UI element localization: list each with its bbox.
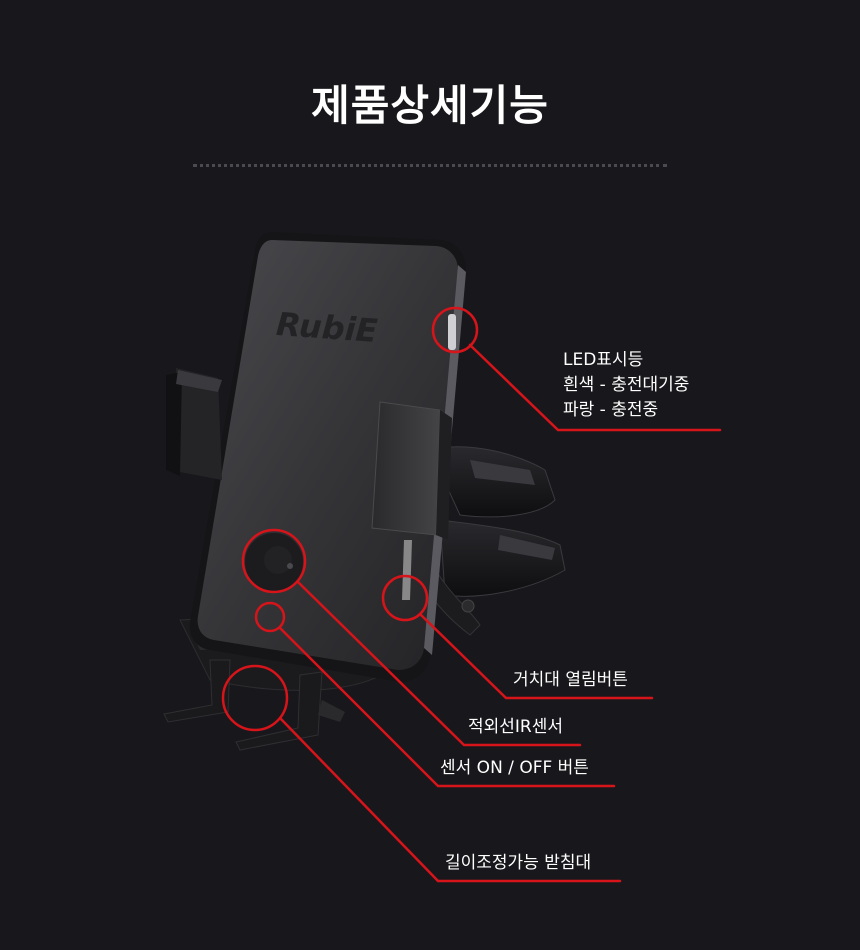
led-label-line2: 흰색 - 충전대기중 (563, 375, 690, 395)
led-label: LED표시등 흰색 - 충전대기중 파랑 - 충전중 (563, 348, 689, 423)
release-leader (418, 612, 654, 700)
ir-sensor-label: 적외선IR센서 (468, 717, 564, 737)
left-arm (166, 368, 222, 480)
led-callout-circle (431, 306, 479, 354)
page-title: 제품상세기능 (311, 81, 549, 130)
stand-label: 길이조정가능 받침대 (445, 853, 592, 873)
callout-markers (221, 306, 479, 732)
led-label-line3: 파랑 - 충전중 (563, 400, 659, 420)
sensor-button-label: 센서 ON / OFF 버튼 (440, 758, 589, 778)
sensor-button-leader (278, 626, 616, 788)
release-callout-circle (381, 574, 429, 622)
vent-clip (417, 446, 566, 636)
stand-callout-circle (221, 664, 289, 732)
led-label-line1: LED표시등 (563, 350, 644, 370)
title-divider (193, 164, 667, 167)
sensor-button-callout-circle (254, 601, 286, 633)
right-arm (371, 401, 452, 600)
ir-callout-circle (241, 528, 307, 594)
ir-leader (296, 580, 582, 747)
release-button-label: 거치대 열림버튼 (513, 670, 628, 690)
brand-logo: RubiE (275, 305, 379, 350)
led-leader (468, 343, 722, 432)
stand-leader (278, 716, 622, 883)
led-indicator (448, 314, 456, 350)
adjustable-stand (163, 659, 345, 751)
callout-leaders (278, 343, 722, 883)
